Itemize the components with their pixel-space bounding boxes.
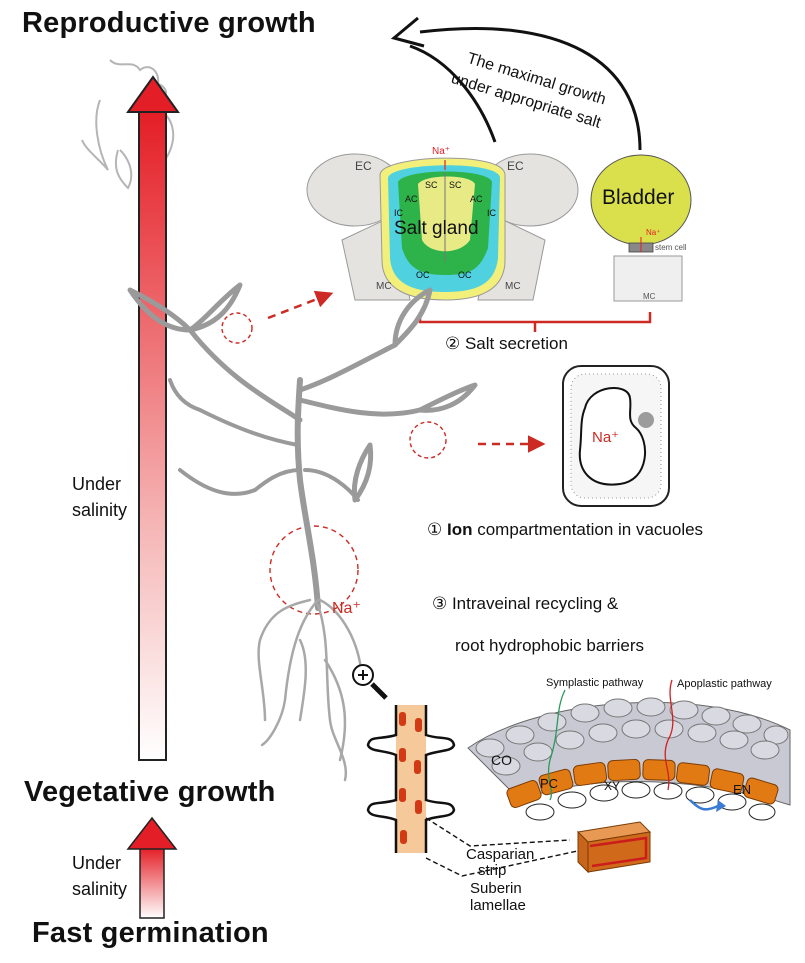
vacuole-na-label: Na⁺: [592, 429, 620, 446]
gland-label-ec-left: EC: [355, 159, 372, 173]
symplastic-pathway-label: Symplastic pathway: [546, 677, 644, 689]
gland-label-mc-left: MC: [376, 281, 392, 292]
apoplastic-pathway-label: Apoplastic pathway: [677, 678, 772, 690]
gland-label-ac-right: AC: [470, 194, 483, 204]
gland-label-sc-left: SC: [425, 180, 438, 190]
arrow-label-line2: salinity: [72, 500, 128, 520]
vacuole-cell: [562, 365, 670, 507]
co-label: CO: [491, 752, 512, 768]
bladder-diagram: [590, 154, 692, 302]
recycling-label-line1: ③ Intraveinal recycling &: [432, 594, 619, 613]
root-longitudinal-section: [366, 705, 456, 853]
magnifier-icon: [352, 664, 388, 700]
root-cross-section: [467, 679, 791, 821]
casparian-strip-marks: [399, 712, 422, 844]
recycling-label-line2: root hydrophobic barriers: [455, 636, 644, 655]
leader-lines: [425, 817, 606, 877]
ion-compartmentation-label: ① Ion compartmentation in vacuoles: [427, 520, 703, 540]
en-label: EN: [733, 782, 752, 797]
suberin-label-line1: Suberin: [470, 880, 522, 897]
gland-label-oc-left: OC: [416, 270, 430, 280]
small-arrow-label-line1: Under: [72, 853, 122, 873]
plant-shoot: [127, 282, 478, 611]
germination-arrow: [126, 816, 178, 919]
bladder-title: Bladder: [602, 186, 675, 209]
gland-label-mc-right: MC: [505, 281, 521, 292]
ion-bold: Ion: [446, 520, 473, 539]
gland-label-oc-right: OC: [458, 270, 472, 280]
ion-prefix: ①: [427, 520, 443, 539]
casparian-label-line1: Casparian: [466, 846, 535, 863]
casparian-label-line2: strip: [478, 862, 507, 879]
bladder-stem-cell-label: stem cell: [655, 243, 687, 252]
maximal-growth-arrow: [390, 16, 642, 151]
title-fast-germination: Fast germination: [32, 917, 269, 949]
gland-na-label: Na⁺: [432, 146, 451, 157]
root-na-label: Na⁺: [332, 600, 361, 617]
ion-rest: compartmentation in vacuoles: [477, 520, 704, 539]
gland-label-sc-right: SC: [449, 180, 462, 190]
gland-label-ec-right: EC: [507, 159, 524, 173]
gland-label-ic-left: IC: [394, 208, 403, 218]
bladder-mc-label: MC: [643, 292, 656, 301]
salt-secretion-label: ② Salt secretion: [445, 334, 568, 353]
arrow-label-line1: Under: [72, 474, 122, 494]
gland-label-ac-left: AC: [405, 194, 418, 204]
title-reproductive-growth: Reproductive growth: [22, 7, 316, 39]
suberin-block: [576, 821, 652, 874]
salt-gland-title: Salt gland: [394, 218, 479, 239]
main-growth-arrow: [126, 75, 180, 761]
bladder-na-label: Na⁺: [646, 228, 661, 237]
small-arrow-label-line2: salinity: [72, 879, 128, 899]
title-vegetative-growth: Vegetative growth: [24, 776, 276, 808]
salt-gland-diagram: [306, 153, 579, 301]
gland-label-ic-right: IC: [487, 208, 496, 218]
xy-label: XY: [604, 779, 621, 793]
pc-label: PC: [540, 776, 559, 791]
suberin-label-line2: lamellae: [470, 897, 526, 914]
plant-root: [257, 598, 364, 782]
